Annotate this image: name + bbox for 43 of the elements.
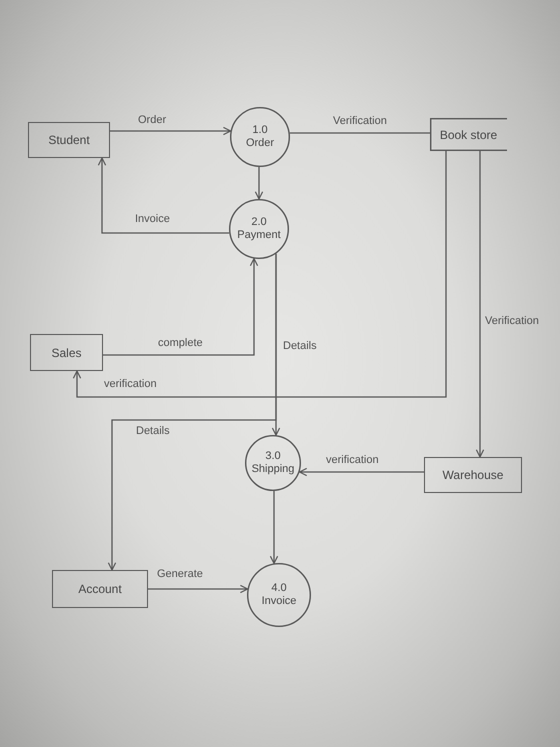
flow-label: Details xyxy=(136,425,170,438)
external-entity-box xyxy=(30,334,103,371)
process-circle xyxy=(229,199,289,259)
process-number: 1.0 xyxy=(252,124,268,137)
node-label: Account xyxy=(78,582,122,596)
process-number: 4.0 xyxy=(271,582,287,595)
arrow xyxy=(270,490,278,564)
flow-label: Order xyxy=(138,114,166,127)
flow-label: Generate xyxy=(157,568,203,581)
connector-line xyxy=(290,132,430,134)
data-store xyxy=(430,118,507,151)
arrow xyxy=(298,468,424,476)
external-entity-box xyxy=(28,122,110,158)
flow-label: verification xyxy=(104,378,157,391)
arrow xyxy=(148,584,248,594)
arrow xyxy=(254,166,264,200)
arrow xyxy=(476,151,484,458)
external-entity-box xyxy=(52,570,148,608)
flow-label: Invoice xyxy=(135,213,170,226)
process-name: Invoice xyxy=(262,595,296,608)
flow-label: Verification xyxy=(333,115,387,128)
process-number: 3.0 xyxy=(265,450,281,463)
process-circle xyxy=(247,563,311,627)
process-name: Order xyxy=(246,137,274,150)
flow-label: complete xyxy=(158,337,203,350)
arrow xyxy=(108,254,277,571)
node-label: Warehouse xyxy=(442,468,504,482)
process-name: Payment xyxy=(237,229,281,242)
process-number: 2.0 xyxy=(251,216,267,229)
external-entity-box xyxy=(424,457,522,493)
arrow xyxy=(103,258,258,356)
arrow xyxy=(98,157,230,234)
flow-label: verification xyxy=(326,454,379,467)
node-label: Book store xyxy=(440,128,498,142)
process-circle xyxy=(245,435,301,491)
flow-label: Verification xyxy=(485,315,539,328)
process-name: Shipping xyxy=(252,463,294,476)
arrow xyxy=(110,126,232,136)
flow-label: Details xyxy=(283,340,317,353)
node-label: Student xyxy=(48,133,90,147)
arrow xyxy=(72,151,447,398)
node-label: Sales xyxy=(51,346,82,360)
process-circle xyxy=(230,107,290,167)
